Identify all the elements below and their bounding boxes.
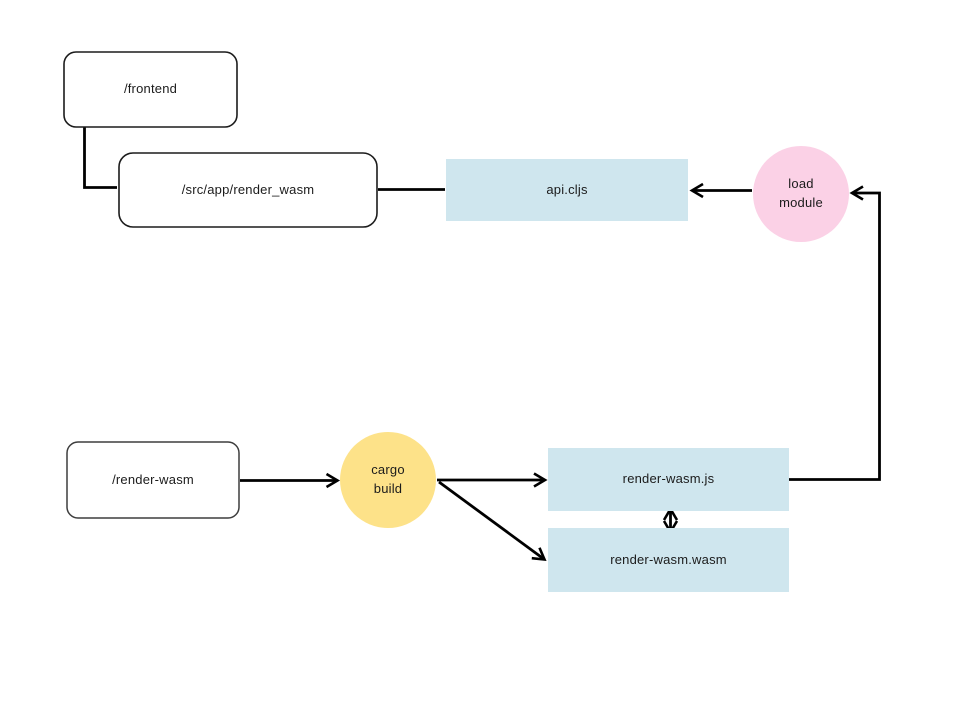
cargo-build-node-label: cargo build <box>371 462 405 496</box>
render-wasm-wasm-node-shape <box>548 528 789 592</box>
src-app-render-wasm-node-label: /src/app/render_wasm <box>181 181 315 197</box>
api-cljs-node-shape <box>446 159 688 221</box>
edge-render-wasm-js-to-load-module <box>789 185 881 481</box>
edge-frontend-to-src-app <box>83 126 117 189</box>
render-wasm-js-node-shape <box>548 448 789 511</box>
frontend-node-shape <box>63 51 238 128</box>
src-app-render-wasm-node-shape <box>118 152 378 228</box>
api-cljs-node-label: api.cljs <box>546 181 588 197</box>
cargo-build-node-shape <box>340 432 436 528</box>
render-wasm-dir-node-shape <box>66 441 240 519</box>
render-wasm-js-node-label: render-wasm.js <box>622 471 715 487</box>
load-module-node-label: load module <box>779 176 823 210</box>
render-wasm-dir-node-label: /render-wasm <box>112 471 194 487</box>
frontend-node-label: /frontend <box>123 81 178 97</box>
load-module-node-shape <box>753 146 849 242</box>
render-wasm-wasm-node-label: render-wasm.wasm <box>610 551 727 567</box>
edge-cargo-build-to-render-wasm-wasm <box>438 480 547 562</box>
